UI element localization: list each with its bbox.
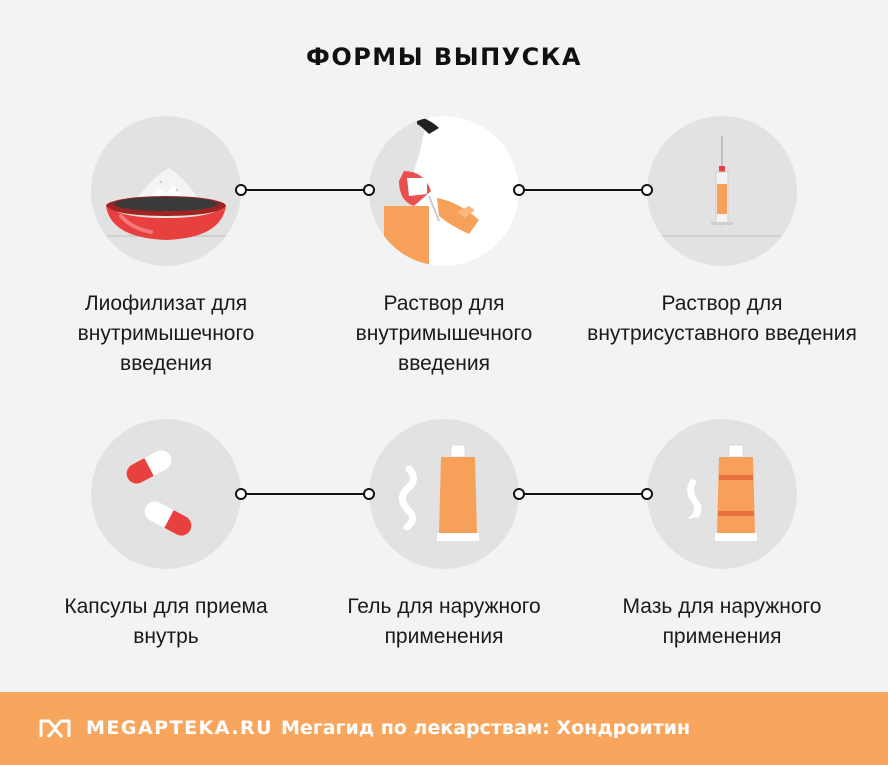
connector-line bbox=[246, 493, 368, 495]
syringe-icon bbox=[647, 116, 797, 266]
footer-bar: MEGAPTEKA.RU Мегагид по лекарствам: Хонд… bbox=[0, 692, 888, 765]
form-label: Мазь для наружного применения bbox=[622, 595, 822, 648]
brand-name[interactable]: MEGAPTEKA.RU bbox=[86, 717, 274, 739]
connector-line bbox=[524, 189, 646, 191]
powder-bowl-icon bbox=[91, 116, 241, 266]
injection-arm-icon bbox=[369, 116, 519, 266]
form-label: Капсулы для приема внутрь bbox=[64, 595, 268, 648]
connector-node bbox=[513, 184, 525, 196]
connector-node bbox=[235, 488, 247, 500]
connector-line bbox=[524, 493, 646, 495]
connector-node bbox=[641, 488, 653, 500]
connector-node bbox=[363, 184, 375, 196]
footer-tagline: Мегагид по лекарствам: Хондроитин bbox=[281, 717, 691, 739]
connector-node bbox=[641, 184, 653, 196]
form-label: Раствор для внутрисуставного введения bbox=[587, 292, 857, 345]
connector-line bbox=[246, 189, 368, 191]
connector-node bbox=[513, 488, 525, 500]
connector-node bbox=[235, 184, 247, 196]
megapteka-logo-icon[interactable] bbox=[38, 716, 72, 740]
capsules-icon bbox=[91, 419, 241, 569]
gel-tube-icon bbox=[369, 419, 519, 569]
ointment-tube-icon bbox=[647, 419, 797, 569]
connector-node bbox=[363, 488, 375, 500]
form-label: Гель для наружного применения bbox=[347, 595, 541, 648]
form-label: Раствор для внутримышечного введения bbox=[355, 292, 533, 375]
page-title: ФОРМЫ ВЫПУСКА bbox=[306, 43, 582, 71]
form-label: Лиофилизат для внутримышечного введения bbox=[77, 292, 255, 375]
